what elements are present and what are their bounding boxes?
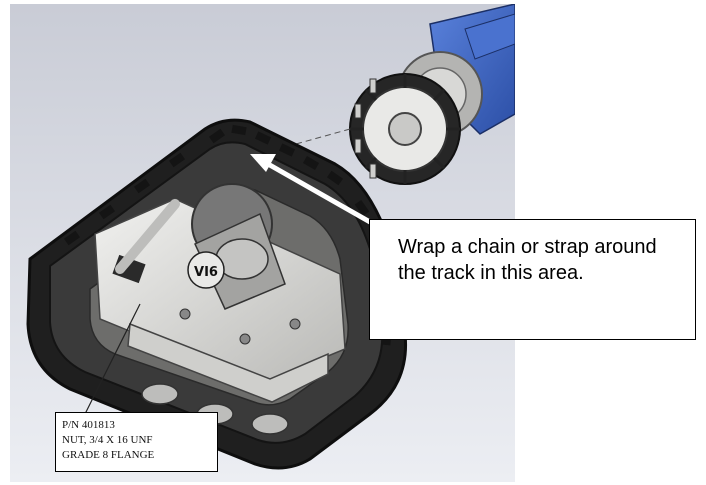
hub-badge-icon xyxy=(187,251,225,289)
part-number-callout: P/N 401813 NUT, 3/4 X 16 UNF GRADE 8 FLA… xyxy=(55,412,218,472)
track-assembly-illustration: VI6 xyxy=(10,4,515,482)
chain-instruction-callout: Wrap a chain or strap around the track i… xyxy=(369,219,696,340)
arrow-indicator-icon xyxy=(250,154,373,225)
track-drawing: VI6 xyxy=(10,4,515,482)
drive-hub-icon xyxy=(259,73,461,185)
hub-body-icon: VI6 xyxy=(187,183,286,310)
nut-leader-line xyxy=(84,303,141,415)
hub-badge-text: VI6 xyxy=(194,265,218,280)
part-number-text: P/N 401813 xyxy=(62,419,115,431)
chain-instruction-text: Wrap a chain or strap around the track i… xyxy=(398,236,657,284)
part-description-text: NUT, 3/4 X 16 UNF xyxy=(62,434,153,446)
part-grade-text: GRADE 8 FLANGE xyxy=(62,449,155,461)
